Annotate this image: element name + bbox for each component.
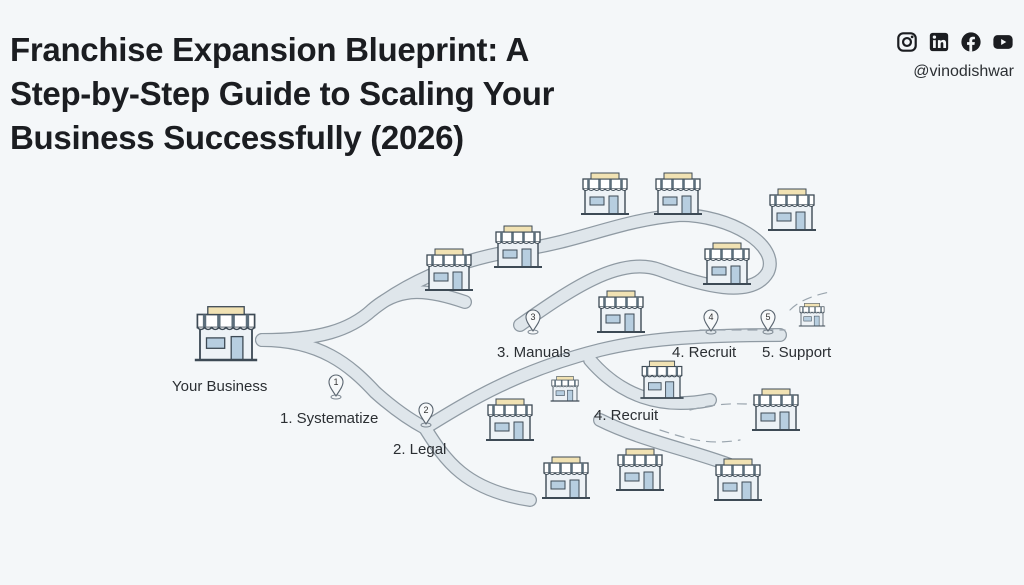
linkedin-icon[interactable] xyxy=(928,31,950,53)
pin-icon-1: 1 xyxy=(328,374,344,400)
pin-icon-2: 2 xyxy=(418,402,434,428)
store xyxy=(614,447,666,492)
store xyxy=(750,387,802,432)
store xyxy=(423,247,475,292)
title-line-1: Franchise Expansion Blueprint: A xyxy=(10,31,530,68)
social-block: @vinodishwar xyxy=(884,31,1014,81)
store xyxy=(492,224,544,269)
store xyxy=(595,289,647,334)
store xyxy=(639,359,685,400)
pin-number-5: 5 xyxy=(765,312,770,322)
title-line-3: Business Successfully (2026) xyxy=(10,119,464,156)
instagram-icon[interactable] xyxy=(896,31,918,53)
label-step-1: 1. Systematize xyxy=(280,410,378,427)
pin-number-4: 4 xyxy=(708,312,713,322)
page-title: Franchise Expansion Blueprint: A Step-by… xyxy=(10,28,650,160)
title-line-2: Step-by-Step Guide to Scaling Your xyxy=(10,75,555,112)
label-step-4-repeat: 4. Recruit xyxy=(594,407,659,424)
pin-icon-3: 3 xyxy=(525,309,541,335)
pin-number-3: 3 xyxy=(530,312,535,322)
store xyxy=(766,187,818,232)
label-step-4: 4. Recruit xyxy=(672,344,737,361)
label-step-2: 2. Legal xyxy=(393,441,446,458)
pin-number-2: 2 xyxy=(423,405,428,415)
diagram-labels: Your Business 1. Systematize 2. Legal 3.… xyxy=(172,344,832,458)
pin-icon-4: 4 xyxy=(703,309,719,335)
step-pins: 1 2 3 4 5 xyxy=(328,309,776,428)
pin-icon-5: 5 xyxy=(760,309,776,335)
store xyxy=(579,171,631,216)
store xyxy=(549,375,581,402)
label-your-business: Your Business xyxy=(172,378,267,395)
youtube-icon[interactable] xyxy=(992,31,1014,53)
label-step-3: 3. Manuals xyxy=(497,344,570,361)
store xyxy=(798,302,826,327)
store xyxy=(701,241,753,286)
store xyxy=(712,457,764,502)
store xyxy=(540,455,592,500)
store xyxy=(484,397,536,442)
store xyxy=(652,171,704,216)
facebook-icon[interactable] xyxy=(960,31,982,53)
social-handle: @vinodishwar xyxy=(913,63,1014,80)
label-step-5: 5. Support xyxy=(762,344,832,361)
store-origin xyxy=(193,305,259,362)
pin-number-1: 1 xyxy=(333,377,338,387)
social-icons xyxy=(884,31,1014,53)
